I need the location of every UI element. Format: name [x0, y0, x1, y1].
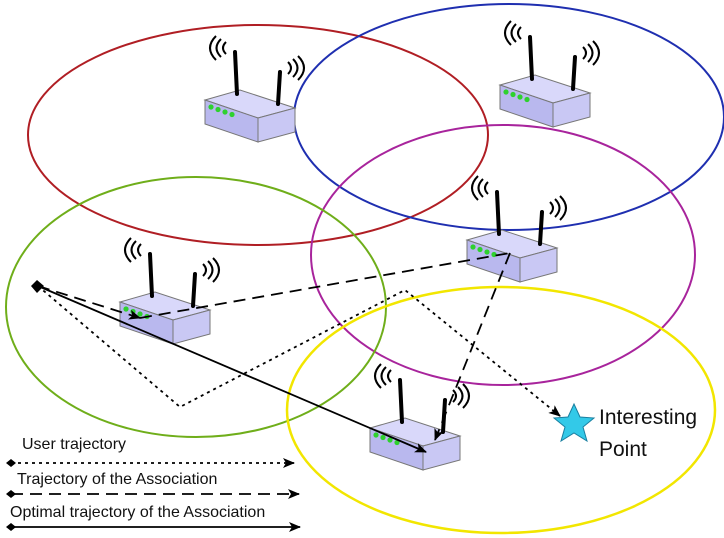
cell-magenta: [310, 124, 696, 386]
start-point: [31, 280, 44, 293]
interesting-point-label: Interesting: [599, 406, 697, 429]
cell-red: [27, 24, 489, 246]
router-icon: [498, 19, 601, 129]
user-trajectory-path: [37, 285, 561, 417]
router-icon: [203, 34, 306, 144]
legend-label-optimal: Optimal trajectory of the Association: [10, 504, 265, 521]
legend: User trajectory Trajectory of the Associ…: [6, 436, 301, 532]
cell-blue: [293, 3, 724, 231]
association-segment-3: [434, 252, 511, 441]
legend-label-association: Trajectory of the Association: [17, 471, 217, 488]
optimal-trajectory-path: [37, 285, 427, 453]
legend-label-user-trajectory: User trajectory: [22, 436, 126, 453]
association-segment-2: [139, 252, 511, 319]
cell-yellow: [285, 285, 717, 535]
interesting-point-label-2: Point: [599, 438, 647, 461]
star-icon: [552, 402, 596, 443]
